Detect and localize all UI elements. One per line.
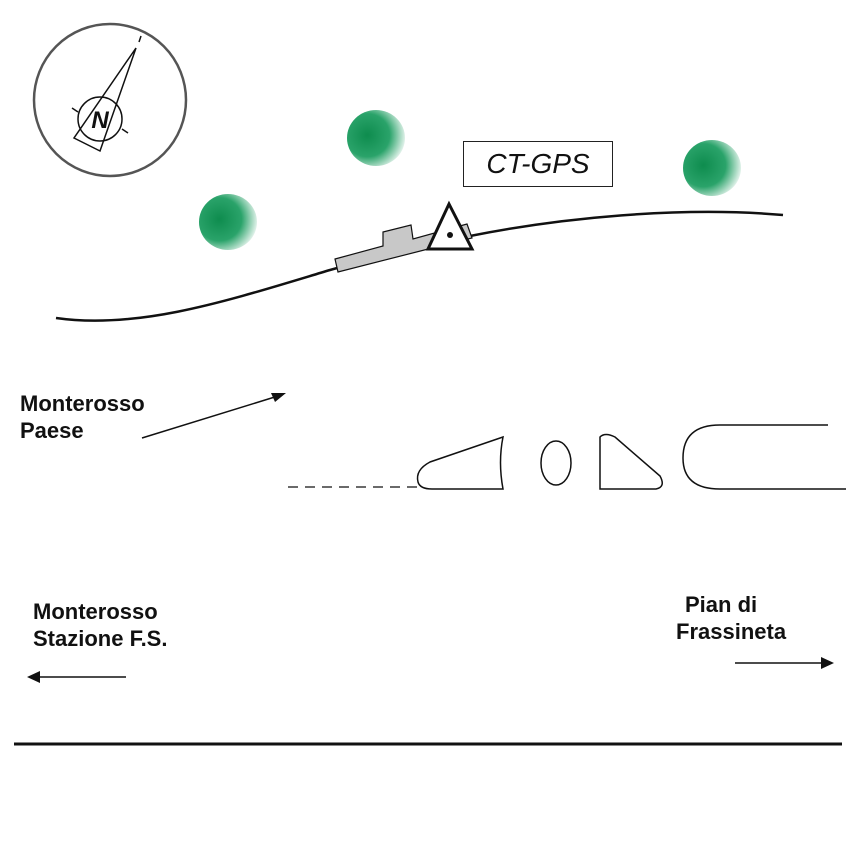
- tree-icon: [683, 140, 741, 196]
- label-line: Monterosso: [33, 599, 158, 624]
- label-line: Monterosso: [20, 391, 145, 416]
- arrow-to-stazione: [27, 671, 126, 683]
- oval-shape: [540, 440, 572, 486]
- arrow-to-paese: [141, 393, 286, 439]
- triangle-shape: [599, 433, 663, 490]
- label-monterosso-stazione: Monterosso Stazione F.S.: [33, 598, 167, 652]
- tunnel-shape: [682, 424, 846, 490]
- tree-icon: [347, 110, 405, 166]
- label-pian-di-frassineta: Pian di Frassineta: [676, 591, 786, 645]
- label-line: Pian di: [685, 592, 758, 617]
- arrow-to-frassineta: [735, 657, 834, 669]
- label-monterosso-paese: Monterosso Paese: [20, 390, 145, 444]
- label-line: Frassineta: [676, 619, 787, 644]
- ct-gps-label: CT-GPS: [463, 141, 613, 187]
- compass-n-letter: N: [91, 107, 109, 134]
- terrain-profile: [55, 210, 784, 322]
- label-line: Stazione F.S.: [33, 626, 168, 651]
- gps-station-icon: [425, 200, 475, 251]
- tree-icon: [199, 194, 257, 250]
- compass-icon: N: [32, 22, 188, 178]
- label-line: Paese: [20, 418, 84, 443]
- wedge-shape: [416, 435, 504, 490]
